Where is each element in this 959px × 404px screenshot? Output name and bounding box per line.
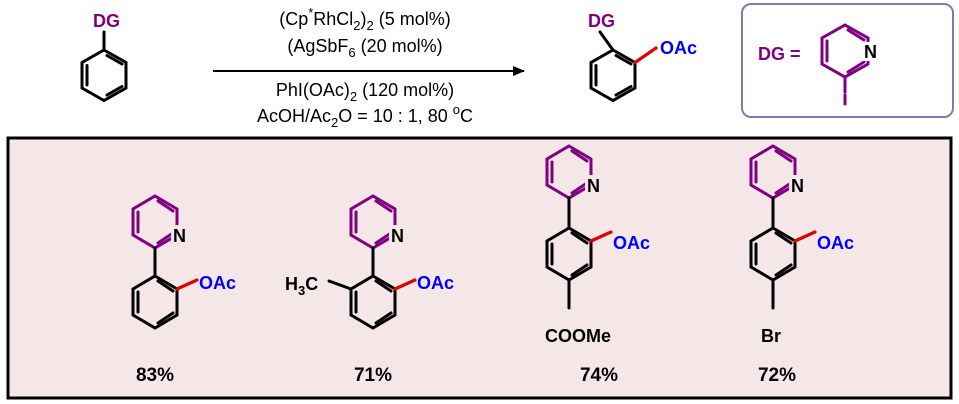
svg-text:N: N [791,176,804,196]
condition-catalyst: (Cp*RhCl2)2 (5 mol%) [279,5,451,33]
dg-n-label: N [864,42,877,62]
svg-text:N: N [587,176,600,196]
svg-text:OAc: OAc [817,233,854,253]
start-dg-label: DG [93,11,120,31]
condition-oxidant: PhI(OAc)2 (120 mol%) [276,80,454,104]
svg-text:OAc: OAc [613,233,650,253]
example-2: N OAc H3C 71% [285,194,454,386]
dg-definition-box: DG = N [741,3,954,118]
condition-solvent: AcOH/Ac2O = 10 : 1, 80 oC [257,102,473,130]
product-oac-label: OAc [660,38,697,58]
scope-panel [6,136,953,400]
svg-text:OAc: OAc [417,273,454,293]
product-dg-label: DG [588,11,615,31]
svg-text:N: N [173,226,186,246]
example-3: N OAc COOMe 74% [545,144,650,386]
bromo-label: Br [761,326,781,346]
svg-text:N: N [391,226,404,246]
reaction-arrow-group: (Cp*RhCl2)2 (5 mol%) (AgSbF6 (20 mol%) P… [213,5,525,130]
example-1-yield: 83% [136,365,174,386]
dg-definition-label: DG = [758,44,801,64]
dg-box-border [741,3,954,118]
example-4-yield: 72% [758,365,796,386]
methyl-label: H3C [285,274,318,298]
example-3-yield: 74% [580,365,618,386]
example-1: N OAc 83% [131,194,236,386]
product: DG OAc [588,11,697,103]
condition-additive: (AgSbF6 (20 mol%) [287,36,442,60]
starting-material: DG [80,11,128,103]
ester-label: COOMe [545,326,611,346]
svg-text:OAc: OAc [199,273,236,293]
example-4: N OAc Br 72% [749,144,854,386]
example-2-yield: 71% [354,365,392,386]
